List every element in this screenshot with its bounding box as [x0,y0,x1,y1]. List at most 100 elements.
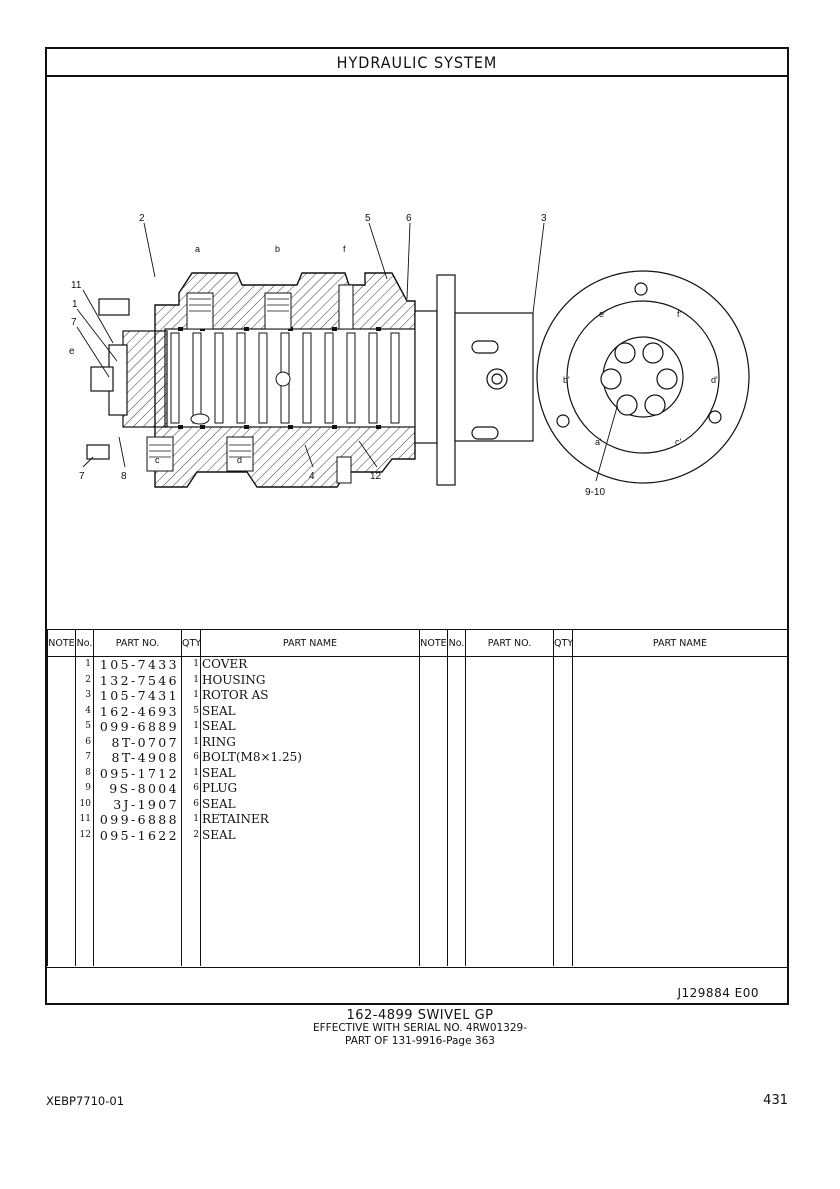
header-part-no: PART NO. [93,629,182,657]
row-quantity: 6 [193,752,199,762]
callout-12: 12 [370,471,382,482]
port-d-end: d' [711,375,718,385]
header-part-name-right: PART NAME [572,629,788,657]
part-name-column-right [573,657,787,966]
port-e-end: e' [599,309,606,319]
callout-1: 1 [72,299,78,310]
row-quantity: 2 [193,829,199,840]
note-column-right [420,657,447,966]
document-id: XEBP7710-01 [46,1094,125,1108]
row-part-name: COVER [202,657,248,671]
row-quantity: 5 [193,705,199,716]
row-quantity: 1 [193,767,199,778]
page-number: 431 [763,1093,788,1108]
row-quantity: 6 [193,783,199,793]
header-no: No. [75,629,94,657]
parts-page-frame: HYDRAULIC SYSTEM [45,47,789,1005]
row-part-name: SEAL [202,719,236,733]
callout-5: 5 [365,213,371,224]
row-quantity: 1 [193,721,199,731]
caption-group-name: 162-4899 SWIVEL GP [346,1008,494,1023]
row-part-number: 095-1622 [99,827,179,843]
row-quantity: 1 [193,674,199,685]
callout-4: 4 [309,471,315,482]
port-f-end: f' [677,309,682,319]
port-c: c [155,455,160,465]
row-item-number: 12 [79,829,91,840]
caption-part-of: PART OF 131-9916-Page 363 [345,1035,495,1047]
row-part-number: 8T-0707 [111,734,179,750]
header-part-no-right: PART NO. [465,629,554,657]
row-item-number: 9 [85,783,91,793]
header-part-name: PART NAME [200,629,420,657]
header-no-right: No. [447,629,466,657]
leader-lines [76,222,618,482]
row-item-number: 6 [85,736,91,747]
row-item-number: 7 [85,752,91,762]
header-qty-right: QTY [553,629,573,657]
caption-effectivity: EFFECTIVE WITH SERIAL NO. 4RW01329- [312,1022,528,1034]
row-quantity: 1 [193,814,199,824]
callout-labels: 2 5 6 3 11 1 7 e 7 8 4 12 9-10 [69,213,605,498]
row-part-name: SEAL [202,796,236,811]
end-view [536,270,750,484]
row-quantity: 6 [193,798,199,809]
header-qty: QTY [181,629,201,657]
row-item-number: 10 [79,798,91,809]
rotor-shaft [414,274,534,486]
row-part-name: HOUSING [202,672,266,687]
row-part-name: ROTOR AS [202,688,269,702]
port-d: d [237,455,242,465]
header-note-right: NOTE [419,629,448,657]
row-part-name: RING [202,734,236,749]
note-column [48,657,75,966]
port-e: e [69,346,75,357]
row-part-number: 099-6888 [99,812,179,827]
row-part-name: SEAL [202,765,236,780]
row-part-name: PLUG [202,781,238,795]
row-item-number: 3 [85,690,91,700]
row-part-number: 095-1712 [99,765,179,781]
row-item-number: 5 [85,721,91,731]
row-part-name: RETAINER [202,812,269,826]
row-part-name: SEAL [202,703,236,718]
row-part-number: 132-7546 [99,672,179,688]
cover-end [86,298,168,460]
header-note: NOTE [47,629,76,657]
row-part-number: 105-7431 [99,688,179,703]
port-b-end: b' [563,375,570,385]
drawing-number: J129884 E00 [677,986,759,1000]
page-title: HYDRAULIC SYSTEM [47,49,787,77]
row-quantity: 1 [193,659,199,669]
row-item-number: 4 [85,705,91,716]
callout-7-bottom: 7 [79,471,85,482]
port-b: b [275,244,280,254]
row-item-number: 1 [85,659,91,669]
port-a-end: a' [595,437,602,447]
callout-11: 11 [71,280,82,291]
callout-3: 3 [541,213,547,224]
callout-9-10: 9-10 [585,487,605,498]
row-part-number: 099-6889 [99,719,179,734]
row-quantity: 1 [193,690,199,700]
row-item-number: 11 [79,814,91,824]
row-part-number: 105-7433 [99,657,179,672]
callout-2: 2 [139,213,145,224]
row-part-number: 3J-1907 [113,796,179,812]
row-part-name: BOLT(M8×1.25) [202,750,302,764]
port-c-end: c' [675,437,682,447]
part-no-column-right [466,657,553,966]
callout-7-top: 7 [71,317,77,328]
row-item-number: 8 [85,767,91,778]
parts-table: NOTE No. PART NO. QTY PART NAME NOTE No.… [47,629,788,966]
qty-column-right [554,657,572,966]
row-quantity: 1 [193,736,199,747]
row-part-name: SEAL [202,827,236,842]
drawing-number-strip: J129884 E00 [47,967,787,1003]
callout-6: 6 [406,213,412,224]
exploded-view-drawing: 2 5 6 3 11 1 7 e 7 8 4 12 9-10 a b f c d [47,77,787,629]
